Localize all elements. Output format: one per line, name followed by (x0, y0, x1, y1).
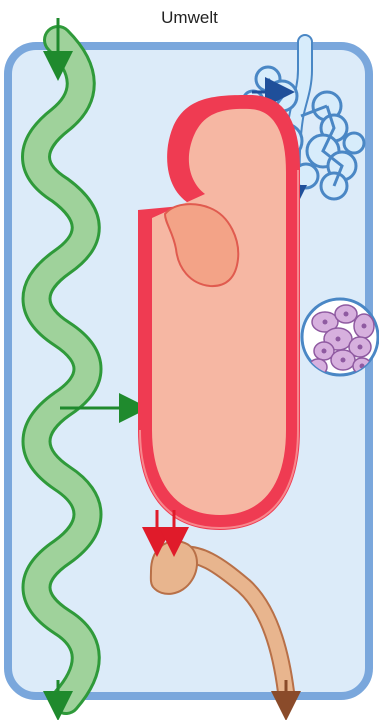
tissue-magnifier (302, 299, 378, 375)
